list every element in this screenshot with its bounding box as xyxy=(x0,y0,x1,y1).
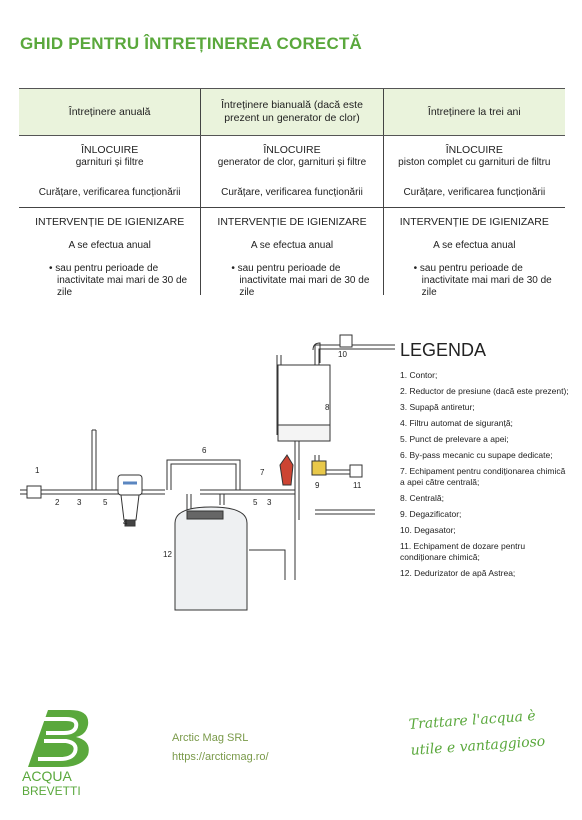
diagram-label: 10 xyxy=(338,350,347,359)
header-triennial: Întreținere la trei ani xyxy=(382,89,565,135)
diagram-label: 1 xyxy=(35,466,40,475)
hygiene-title: INTERVENȚIE DE IGIENIZARE xyxy=(35,216,185,228)
legend-item: 12. Dedurizator de apă Astrea; xyxy=(400,568,516,578)
replace-check: Curățare, verificarea funcționării xyxy=(221,187,363,198)
acqua-brevetti-logo: ACQUA BREVETTI xyxy=(22,710,89,797)
diagram-label: 5 xyxy=(103,498,108,507)
table-row: INTERVENȚIE DE IGIENIZARE A se efectua a… xyxy=(19,208,565,298)
diagram-label: 6 xyxy=(202,446,207,455)
page-title: GHID PENTRU ÎNTREȚINEREA CORECTĂ xyxy=(20,34,363,53)
table-cell: INTERVENȚIE DE IGIENIZARE A se efectua a… xyxy=(19,208,200,298)
replace-title: ÎNLOCUIRE xyxy=(81,144,139,156)
diagram-label: 2 xyxy=(55,498,60,507)
table-cell: INTERVENȚIE DE IGIENIZARE A se efectua a… xyxy=(382,208,565,298)
replace-items: piston complet cu garnituri de filtru xyxy=(398,157,551,168)
legend-item: 6. By-pass mecanic cu supape dedicate; xyxy=(400,450,553,460)
diagram-label: 12 xyxy=(163,550,172,559)
hygiene-bullet: • sau pentru perioade de inactivitate ma… xyxy=(413,263,552,298)
diagram-label: 9 xyxy=(315,481,320,490)
replace-check: Curățare, verificarea funcționării xyxy=(403,187,546,198)
diagram-label: 3 xyxy=(77,498,82,507)
installation-diagram: 1 2 3 4 5 6 5 3 7 8 9 10 11 12 xyxy=(20,334,395,611)
table-header: Întreținere anuală Întreținere bianuală … xyxy=(19,88,565,136)
logo-line1: ACQUA xyxy=(22,768,72,784)
diagram-label: 11 xyxy=(353,481,362,490)
table-cell: INTERVENȚIE DE IGIENIZARE A se efectua a… xyxy=(200,208,382,298)
diagram-label: 4 xyxy=(123,518,128,527)
header-annual: Întreținere anuală xyxy=(68,105,151,118)
replace-check: Curățare, verificarea funcționării xyxy=(38,187,181,198)
legend-item: 3. Supapă antiretur; xyxy=(400,402,475,412)
legend-item: 4. Filtru automat de siguranță; xyxy=(400,418,513,428)
diagram-label: 8 xyxy=(325,403,330,412)
header-biannual: Întreținere bianuală (dacă este prezent … xyxy=(200,89,382,135)
diagram-label: 3 xyxy=(267,498,272,507)
hygiene-frequency: A se efectua anual xyxy=(68,240,151,251)
hygiene-bullet: • sau pentru perioade de inactivitate ma… xyxy=(231,263,370,298)
table-cell: ÎNLOCUIRE garnituri și filtre Curățare, … xyxy=(19,136,200,207)
hygiene-frequency: A se efectua anual xyxy=(250,240,334,251)
table-cell: ÎNLOCUIRE piston complet cu garnituri de… xyxy=(382,136,565,207)
replace-items: generator de clor, garnituri și filtre xyxy=(217,157,367,168)
legend-item: 10. Degasator; xyxy=(400,525,456,535)
legend-item: 7. Echipament pentru condiționarea chimi… xyxy=(400,466,566,487)
diagram-label: 7 xyxy=(260,468,265,477)
table-row: ÎNLOCUIRE garnituri și filtre Curățare, … xyxy=(19,136,565,208)
company-name: Arctic Mag SRL xyxy=(172,732,249,744)
hygiene-title: INTERVENȚIE DE IGIENIZARE xyxy=(399,216,549,228)
legend-title: LEGENDA xyxy=(400,340,487,360)
hygiene-title: INTERVENȚIE DE IGIENIZARE xyxy=(217,216,367,228)
legend-list: 1. Contor; 2. Reductor de presiune (dacă… xyxy=(400,370,570,584)
hygiene-bullet: • sau pentru perioade de inactivitate ma… xyxy=(49,263,188,298)
slogan: Trattare l'acqua è utile e vantaggioso xyxy=(408,703,546,764)
logo-line2: BREVETTI xyxy=(22,784,81,797)
legend-item: 1. Contor; xyxy=(400,370,438,380)
legend-item: 11. Echipament de dozare pentru condițio… xyxy=(400,541,526,562)
table-cell: ÎNLOCUIRE generator de clor, garnituri ș… xyxy=(200,136,382,207)
replace-title: ÎNLOCUIRE xyxy=(445,144,503,156)
legend-item: 9. Degazificator; xyxy=(400,509,462,519)
company-url[interactable]: https://arcticmag.ro/ xyxy=(172,751,269,763)
diagram-label: 5 xyxy=(253,498,258,507)
hygiene-frequency: A se efectua anual xyxy=(433,240,516,251)
replace-title: ÎNLOCUIRE xyxy=(263,144,321,156)
replace-items: garnituri și filtre xyxy=(75,157,144,168)
legend-item: 2. Reductor de presiune (dacă este preze… xyxy=(400,386,569,396)
legend-item: 5. Punct de prelevare a apei; xyxy=(400,434,509,444)
legend-item: 8. Centrală; xyxy=(400,493,444,503)
maintenance-table: Întreținere anuală Întreținere bianuală … xyxy=(19,88,565,298)
